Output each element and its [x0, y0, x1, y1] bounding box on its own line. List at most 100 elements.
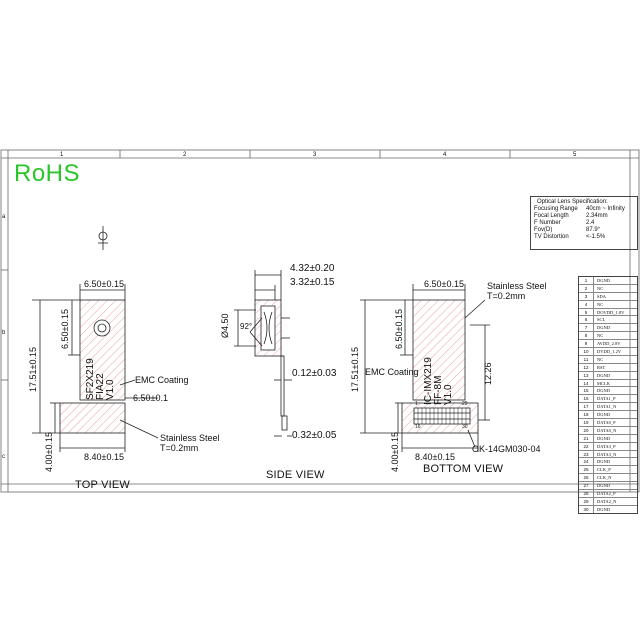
top-dim-total-height: 17.51±0.15 [28, 347, 38, 392]
pin-signal: DGND [597, 435, 610, 441]
top-dim-bottom-height: 4.00±0.15 [44, 432, 54, 472]
side-view-drawing [234, 270, 292, 437]
pin-number: 17 [579, 403, 594, 411]
pin-number: 8 [579, 332, 594, 340]
spec-value: 87.9° [586, 227, 601, 233]
pin-number: 2 [579, 284, 594, 292]
pin-signal: DATA3_N [597, 451, 617, 457]
pin-signal: RST [597, 364, 606, 370]
pin-signal: NC [597, 285, 604, 291]
pin-number: 20 [579, 426, 594, 434]
pin-signal: DATA1_N [597, 404, 617, 410]
connector-pin-29: 29 [462, 401, 468, 407]
spec-key: Focusing Range [534, 206, 578, 212]
pin-number: 6 [579, 316, 594, 324]
rohs-mark: RoHS [14, 160, 81, 187]
grid-col-3: 3 [313, 152, 317, 158]
spec-value: 2.4 [586, 220, 595, 226]
grid-col-4: 4 [443, 152, 447, 158]
bottom-dim-inner-height: 6.50±0.15 [394, 309, 404, 349]
pin-signal: DGND [597, 325, 610, 331]
sheet-border [0, 149, 640, 493]
pin-number: 9 [579, 340, 594, 348]
pin-number: 27 [579, 482, 594, 490]
pin-number: 26 [579, 474, 594, 482]
pin-number: 22 [579, 442, 594, 450]
pin-signal: DGND [597, 388, 610, 394]
pin-number: 21 [579, 434, 594, 442]
pin-signal: DATA2_P [597, 490, 616, 496]
top-emc-label: EMC Coating [135, 375, 189, 385]
top-dim-bottom-width: 8.40±0.15 [84, 452, 124, 462]
pin-number: 13 [579, 371, 594, 379]
pin-number: 7 [579, 324, 594, 332]
pin-signal: DGND [597, 506, 610, 512]
pin-number: 5 [579, 308, 594, 316]
grid-col-1: 1 [60, 152, 64, 158]
top-view-drawing [32, 226, 159, 452]
bottom-steel-label: Stainless Steel [487, 281, 547, 291]
pin-number: 18 [579, 411, 594, 419]
pin-number: 11 [579, 355, 594, 363]
pin-signal: SDA [597, 293, 607, 299]
spec-key: Fov(D) [534, 227, 553, 233]
connector-pin-30: 30 [462, 424, 468, 430]
spec-title: Optical Lens Specification: [537, 199, 608, 205]
lens-icon [98, 226, 108, 250]
pin-signal: DGND [597, 459, 610, 465]
pin-signal: DVDD_1.2V [597, 348, 622, 354]
pin-signal: DATA3_P [597, 443, 616, 449]
bottom-steel-thickness: T=0.2mm [487, 291, 526, 301]
top-dim-inner-height: 6.50±0.15 [60, 309, 70, 349]
pin-number: 1 [579, 277, 594, 284]
top-steel-label: Stainless Steel [160, 433, 220, 443]
spec-key: Focal Length [534, 213, 569, 219]
pin-signal: DGND [597, 483, 610, 489]
side-dim-1: 4.32±0.20 [290, 263, 335, 274]
pin-number: 15 [579, 387, 594, 395]
pin-number: 30 [579, 505, 594, 513]
pin-signal: MCLK [597, 380, 611, 386]
connector-pin-16: 16 [415, 424, 421, 430]
pin-signal: NC [597, 301, 604, 307]
grid-row-b: b [2, 330, 6, 336]
bottom-view-drawing [360, 284, 490, 452]
pin-number: 28 [579, 490, 594, 497]
top-steel-thickness: T=0.2mm [160, 443, 199, 453]
pin-number: 10 [579, 348, 594, 355]
connector-pin-1: 1 [415, 401, 418, 407]
pin-signal: DATA2_N [597, 498, 617, 504]
pin-number: 16 [579, 395, 594, 403]
side-dim-2: 3.32±0.15 [290, 277, 335, 288]
side-view-label: SIDE VIEW [266, 469, 325, 481]
pin-number: 3 [579, 292, 594, 300]
bottom-dim-width: 6.50±0.15 [424, 279, 464, 289]
grid-row-c: c [2, 454, 5, 460]
pin-signal: DGND [597, 412, 610, 418]
connector-part-number: OK-14GM030-04 [472, 444, 541, 454]
top-dim-width: 6.50±0.15 [84, 279, 124, 289]
spec-key: TV Distortion [534, 234, 569, 240]
pin-signal: DGND [597, 277, 610, 283]
pin-signal: CLK_P [597, 467, 611, 473]
